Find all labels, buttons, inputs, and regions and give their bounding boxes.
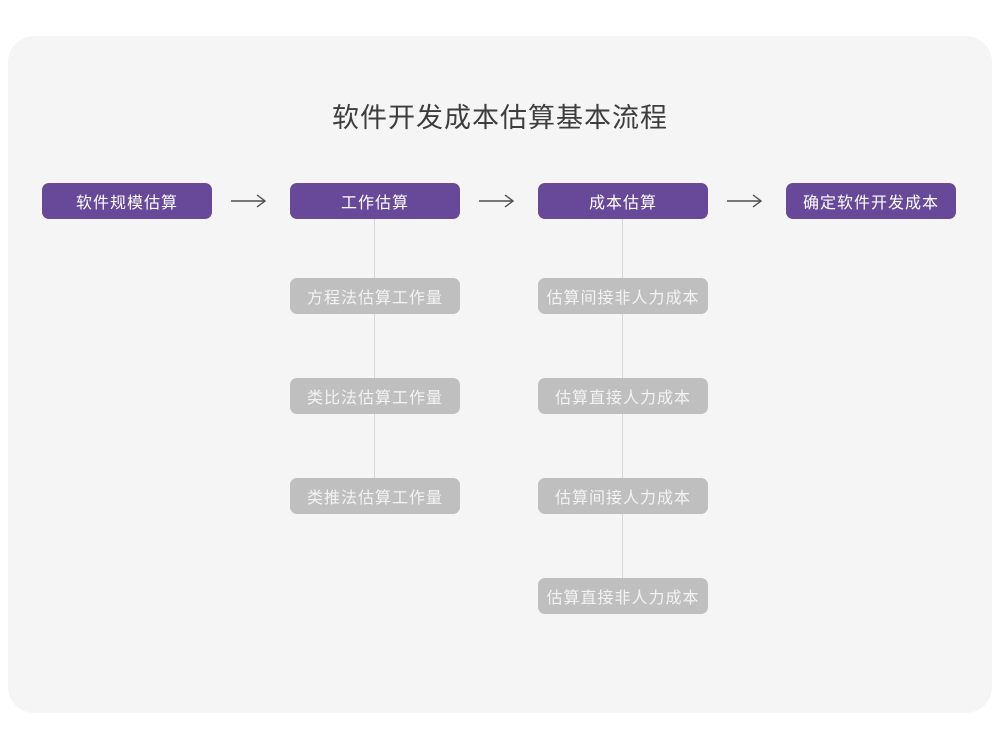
diagram-title: 软件开发成本估算基本流程 [332, 103, 668, 133]
sub-node-extrapolation-method: 类推法估算工作量 [290, 478, 460, 514]
sub-node-label: 类比法估算工作量 [306, 390, 443, 407]
flow-arrow-icon [231, 194, 267, 208]
flow-node-label: 软件规模估算 [75, 195, 178, 212]
sub-node-label: 估算间接非人力成本 [546, 290, 700, 307]
sub-node-analogy-method: 类比法估算工作量 [290, 378, 460, 414]
sub-node-label: 类推法估算工作量 [306, 490, 443, 507]
connector-line-work-estimation [374, 219, 375, 481]
sub-node-label: 估算间接人力成本 [554, 490, 691, 507]
flow-arrow-icon [727, 194, 763, 208]
flow-node-work-estimation: 工作估算 [290, 183, 460, 219]
sub-node-label: 估算直接非人力成本 [546, 590, 700, 607]
flow-arrow-icon [479, 194, 515, 208]
sub-node-label: 方程法估算工作量 [306, 290, 443, 307]
sub-node-label: 估算直接人力成本 [554, 390, 691, 407]
sub-node-direct-non-labor-cost: 估算直接非人力成本 [538, 578, 708, 614]
flow-node-software-scale-estimation: 软件规模估算 [42, 183, 212, 219]
flow-node-determine-development-cost: 确定软件开发成本 [786, 183, 956, 219]
flow-node-cost-estimation: 成本估算 [538, 183, 708, 219]
diagram-panel [8, 36, 992, 713]
sub-node-indirect-non-labor-cost: 估算间接非人力成本 [538, 278, 708, 314]
sub-node-equation-method: 方程法估算工作量 [290, 278, 460, 314]
flow-node-label: 确定软件开发成本 [802, 195, 939, 212]
sub-node-direct-labor-cost: 估算直接人力成本 [538, 378, 708, 414]
flow-node-label: 工作估算 [340, 195, 409, 212]
flow-node-label: 成本估算 [588, 195, 657, 212]
sub-node-indirect-labor-cost: 估算间接人力成本 [538, 478, 708, 514]
